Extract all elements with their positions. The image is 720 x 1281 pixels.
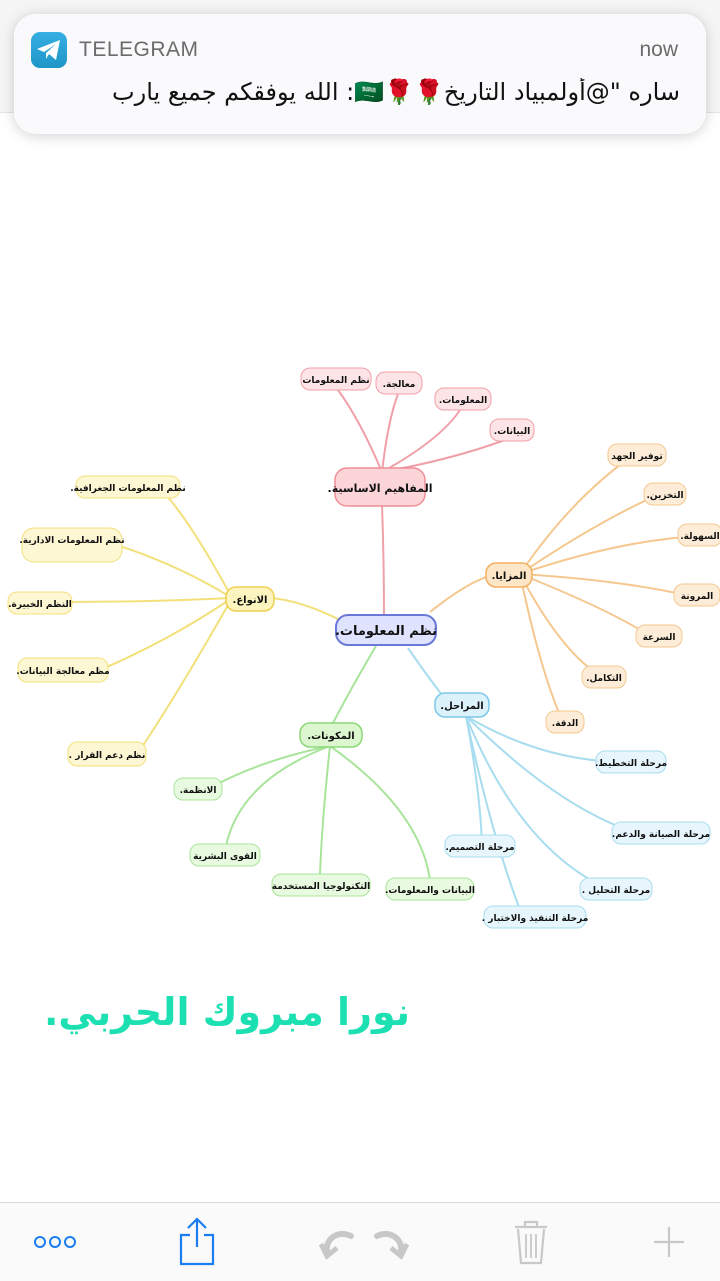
center-node[interactable]: نظم المعلومات. (335, 614, 437, 646)
component-item[interactable]: التكنولوجيا المستخدمة (271, 873, 371, 897)
notification-time: now (639, 38, 678, 61)
branch-components[interactable]: المكونات. (299, 722, 363, 748)
svg-text:نظم المعلومات الادارية.: نظم المعلومات الادارية. (19, 536, 124, 546)
svg-text:مرحلة التخطيط.: مرحلة التخطيط. (595, 759, 667, 769)
notification-app-name: TELEGRAM (79, 38, 199, 61)
svg-text:نظم المعلومات: نظم المعلومات (302, 376, 369, 386)
svg-text:النظم الخبيرة.: النظم الخبيرة. (8, 600, 72, 610)
svg-text:مرحلة التحليل .: مرحلة التحليل . (582, 886, 650, 896)
advantage-item[interactable]: السهولة. (677, 523, 720, 547)
component-item[interactable]: القوى البشرية (189, 843, 261, 867)
svg-text:السهولة.: السهولة. (680, 532, 719, 542)
branch-advantages-label: المزايا. (492, 571, 527, 582)
component-item[interactable]: الانظمة. (173, 777, 223, 801)
branch-phases[interactable]: المراحل. (434, 692, 490, 718)
concept-item[interactable]: معالجة. (375, 371, 423, 395)
svg-text:القوى البشرية: القوى البشرية (193, 852, 257, 862)
branch-concepts[interactable]: المفاهيم الاساسية. (328, 467, 433, 507)
center-node-label: نظم المعلومات. (335, 624, 437, 639)
mind-map: نظم المعلومات. المفاهيم الاساسية. نظم ال… (7, 367, 720, 929)
svg-text:البيانات والمعلومات.: البيانات والمعلومات. (385, 886, 475, 896)
component-item[interactable]: البيانات والمعلومات. (385, 877, 475, 901)
svg-text:الدقة.: الدقة. (552, 719, 578, 729)
bottom-toolbar (0, 1202, 720, 1281)
advantage-item[interactable]: الدقة. (545, 710, 585, 734)
concept-item[interactable]: المعلومات. (434, 387, 492, 411)
svg-text:توفير الجهد: توفير الجهد (611, 452, 662, 462)
svg-text:الانظمة.: الانظمة. (180, 786, 217, 796)
telegram-paper-plane-icon (31, 32, 67, 68)
type-item[interactable]: النظم الخبيرة. (7, 591, 73, 615)
phase-item[interactable]: مرحلة الصيانة والدعم. (611, 821, 711, 845)
advantage-item[interactable]: التكامل. (581, 665, 627, 689)
type-item[interactable]: نظم المعلومات الجغرافية. (70, 475, 186, 499)
type-item[interactable]: نظم دعم القرار . (67, 741, 147, 767)
svg-text:نظم المعلومات الجغرافية.: نظم المعلومات الجغرافية. (70, 484, 186, 494)
plus-icon[interactable] (644, 1217, 694, 1267)
undo-icon[interactable] (314, 1217, 364, 1267)
branch-phases-label: المراحل. (440, 701, 483, 712)
svg-text:البيانات.: البيانات. (494, 427, 530, 437)
advantage-item[interactable]: توفير الجهد (607, 443, 667, 467)
branch-advantages[interactable]: المزايا. (485, 562, 533, 588)
notification-message: ساره "@أولمبياد التاريخ🌹🌹🇸🇦: الله يوفقكم… (112, 78, 680, 106)
phase-item[interactable]: مرحلة التخطيط. (595, 750, 667, 774)
telegram-notification[interactable]: TELEGRAM now ساره "@أولمبياد التاريخ🌹🌹🇸🇦… (14, 14, 706, 134)
svg-text:نظم دعم القرار .: نظم دعم القرار . (69, 751, 146, 761)
share-icon[interactable] (172, 1217, 222, 1267)
more-dots-icon[interactable] (30, 1217, 80, 1267)
svg-text:مظم معالجة البيانات.: مظم معالجة البيانات. (16, 667, 109, 677)
concept-item[interactable]: البيانات. (489, 418, 535, 442)
svg-text:التخزين.: التخزين. (646, 491, 683, 501)
svg-text:المعلومات.: المعلومات. (439, 396, 487, 406)
svg-text:التكنولوجيا المستخدمة: التكنولوجيا المستخدمة (272, 882, 370, 892)
svg-text:التكامل.: التكامل. (586, 674, 622, 684)
phase-item[interactable]: مرحلة التصميم. (444, 834, 516, 858)
type-item[interactable]: مظم معالجة البيانات. (16, 657, 110, 683)
redo-icon[interactable] (364, 1217, 414, 1267)
branch-components-label: المكونات. (307, 731, 354, 742)
trash-icon[interactable] (506, 1217, 556, 1267)
branch-concepts-label: المفاهيم الاساسية. (328, 482, 433, 495)
svg-text:مرحلة التصميم.: مرحلة التصميم. (445, 843, 514, 853)
svg-text:المرونة: المرونة (681, 592, 714, 602)
type-item[interactable]: نظم المعلومات الادارية. (19, 527, 125, 563)
advantage-item[interactable]: المرونة (673, 583, 720, 607)
svg-text:معالجة.: معالجة. (383, 380, 416, 390)
svg-text:السرعة: السرعة (643, 633, 676, 643)
concept-item[interactable]: نظم المعلومات (300, 367, 372, 391)
branch-types-label: الانواع. (233, 595, 268, 606)
phase-item[interactable]: مرحلة التحليل . (579, 877, 653, 901)
svg-text:مرحلة التنفيذ والاختبار .: مرحلة التنفيذ والاختبار . (482, 914, 589, 924)
phase-item[interactable]: مرحلة التنفيذ والاختبار . (482, 905, 589, 929)
advantage-item[interactable]: السرعة (635, 624, 683, 648)
svg-text:مرحلة الصيانة والدعم.: مرحلة الصيانة والدعم. (612, 830, 710, 840)
branch-types[interactable]: الانواع. (225, 586, 275, 612)
handwritten-signature: نورا مبروك الحربي. (44, 990, 411, 1034)
advantage-item[interactable]: التخزين. (643, 482, 687, 506)
